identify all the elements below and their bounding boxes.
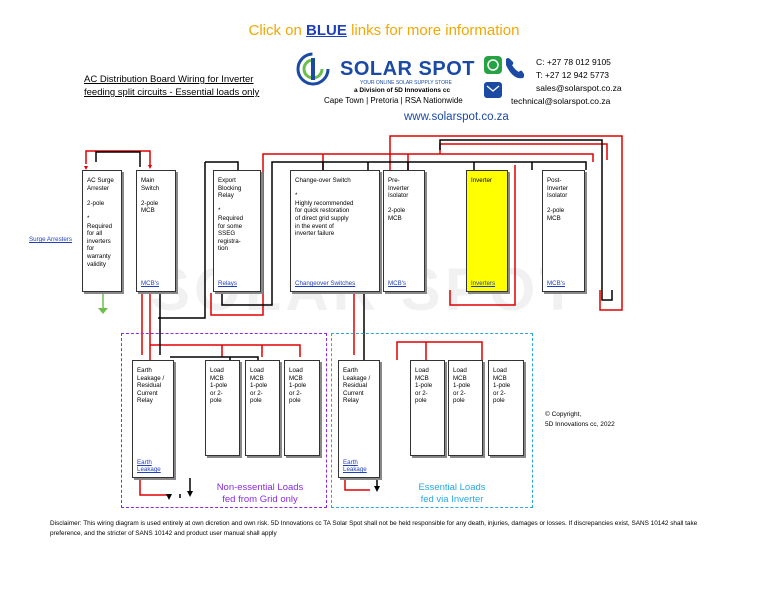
header-instruction: Click on BLUE links for more information — [0, 22, 768, 39]
essential-label: Essential Loads fed via Inverter — [418, 482, 486, 505]
inverter-link[interactable]: Inverters — [471, 280, 496, 287]
phone-cell: C: +27 78 012 9105 — [536, 57, 611, 67]
load-mcb-ne-1-label: Load MCB 1-pole or 2- pole — [210, 367, 228, 405]
earth-leakage-nonessential-link[interactable]: Earth Leakage — [137, 459, 161, 473]
arrow-down-icon — [374, 486, 380, 492]
load-mcb-e-1-label: Load MCB 1-pole or 2- pole — [415, 367, 433, 405]
arrow-down-icon — [84, 166, 88, 170]
contact-icons — [484, 56, 524, 98]
copyright: © Copyright, 5D Innovations cc, 2022 — [545, 411, 615, 428]
arrow-down-icon — [166, 494, 172, 500]
non-essential-zone — [121, 333, 327, 508]
load-mcb-ne-2-box: Load MCB 1-pole or 2- pole — [245, 360, 280, 456]
email-sales[interactable]: sales@solarspot.co.za — [536, 83, 622, 93]
load-mcb-e-2-box: Load MCB 1-pole or 2- pole — [448, 360, 483, 456]
pre-inverter-isolator-label: Pre- Inverter Isolator 2-pole MCB — [388, 177, 409, 222]
post-inverter-isolator-link[interactable]: MCB's — [547, 280, 566, 287]
neutral-wires — [95, 139, 613, 498]
load-mcb-e-3-box: Load MCB 1-pole or 2- pole — [488, 360, 524, 456]
phone-icon — [506, 58, 524, 79]
main-switch-box: Main Switch 2-pole MCB MCB's — [136, 170, 176, 292]
non-essential-label: Non-essential Loads fed from Grid only — [216, 482, 304, 505]
main-switch-link[interactable]: MCB's — [141, 280, 160, 287]
essential-zone — [331, 333, 533, 508]
phone-tel: T: +27 12 942 5773 — [536, 70, 610, 80]
title-line-2: feeding split circuits - Essential loads… — [84, 87, 260, 98]
earth-arrow-icon — [98, 308, 108, 314]
earth-leakage-nonessential-label: Earth Leakage / Residual Current Relay — [137, 367, 165, 405]
changeover-switch-label: Change-over Switch * Highly recommended … — [295, 177, 354, 238]
whatsapp-icon — [484, 56, 502, 74]
logo-division: a Division of 5D Innovations cc — [354, 87, 451, 94]
logo-name: SOLAR SPOT — [340, 58, 476, 80]
post-inverter-isolator-box: Post- Inverter Isolator 2-pole MCB MCB's — [542, 170, 585, 292]
arrow-down-icon — [148, 165, 152, 169]
surge-arresters-link[interactable]: Surge Arresters — [29, 236, 72, 243]
header-blue-word: BLUE — [306, 22, 347, 39]
surge-arrester-label: AC Surge Arrester 2-pole * Required for … — [87, 177, 114, 268]
website-link[interactable]: www.solarspot.co.za — [404, 111, 509, 123]
load-mcb-e-2-label: Load MCB 1-pole or 2- pole — [453, 367, 471, 405]
changeover-switch-box: Change-over Switch * Highly recommended … — [290, 170, 380, 292]
surge-arrester-box: AC Surge Arrester 2-pole * Required for … — [82, 170, 122, 292]
diagram-title: AC Distribution Board Wiring for Inverte… — [84, 73, 304, 99]
header-suffix: links for more information — [351, 22, 520, 39]
load-mcb-ne-1-box: Load MCB 1-pole or 2- pole — [205, 360, 240, 456]
load-mcb-ne-2-label: Load MCB 1-pole or 2- pole — [250, 367, 268, 405]
solar-spot-logo-icon — [296, 52, 330, 86]
export-blocking-relay-label: Export Blocking Relay * Required for som… — [218, 177, 244, 253]
title-line-1: AC Distribution Board Wiring for Inverte… — [84, 74, 254, 85]
post-inverter-isolator-label: Post- Inverter Isolator 2-pole MCB — [547, 177, 568, 222]
arrow-down-icon — [187, 491, 193, 497]
email-icon — [484, 82, 502, 98]
pre-inverter-isolator-box: Pre- Inverter Isolator 2-pole MCB MCB's — [383, 170, 425, 292]
export-blocking-relay-box: Export Blocking Relay * Required for som… — [213, 170, 261, 292]
load-mcb-ne-3-box: Load MCB 1-pole or 2- pole — [284, 360, 320, 456]
export-blocking-relay-link[interactable]: Relays — [218, 280, 237, 287]
logo-tagline: YOUR ONLINE SOLAR SUPPLY STORE — [360, 80, 452, 86]
inverter-label: Inverter — [471, 177, 492, 184]
logo-cities: Cape Town | Pretoria | RSA Nationwide — [324, 96, 463, 105]
earth-leakage-essential-label: Earth Leakage / Residual Current Relay — [343, 367, 371, 405]
main-switch-label: Main Switch 2-pole MCB — [141, 177, 160, 215]
email-technical[interactable]: technical@solarspot.co.za — [511, 96, 611, 106]
disclaimer: Disclaimer: This wiring diagram is used … — [50, 520, 698, 537]
earth-leakage-essential-link[interactable]: Earth Leakage — [343, 459, 367, 473]
changeover-switch-link[interactable]: Changeover Switches — [295, 280, 356, 287]
pre-inverter-isolator-link[interactable]: MCB's — [388, 280, 407, 287]
load-mcb-e-1-box: Load MCB 1-pole or 2- pole — [410, 360, 445, 456]
load-mcb-e-3-label: Load MCB 1-pole or 2- pole — [493, 367, 511, 405]
header-prefix: Click on — [248, 22, 302, 39]
load-mcb-ne-3-label: Load MCB 1-pole or 2- pole — [289, 367, 307, 405]
